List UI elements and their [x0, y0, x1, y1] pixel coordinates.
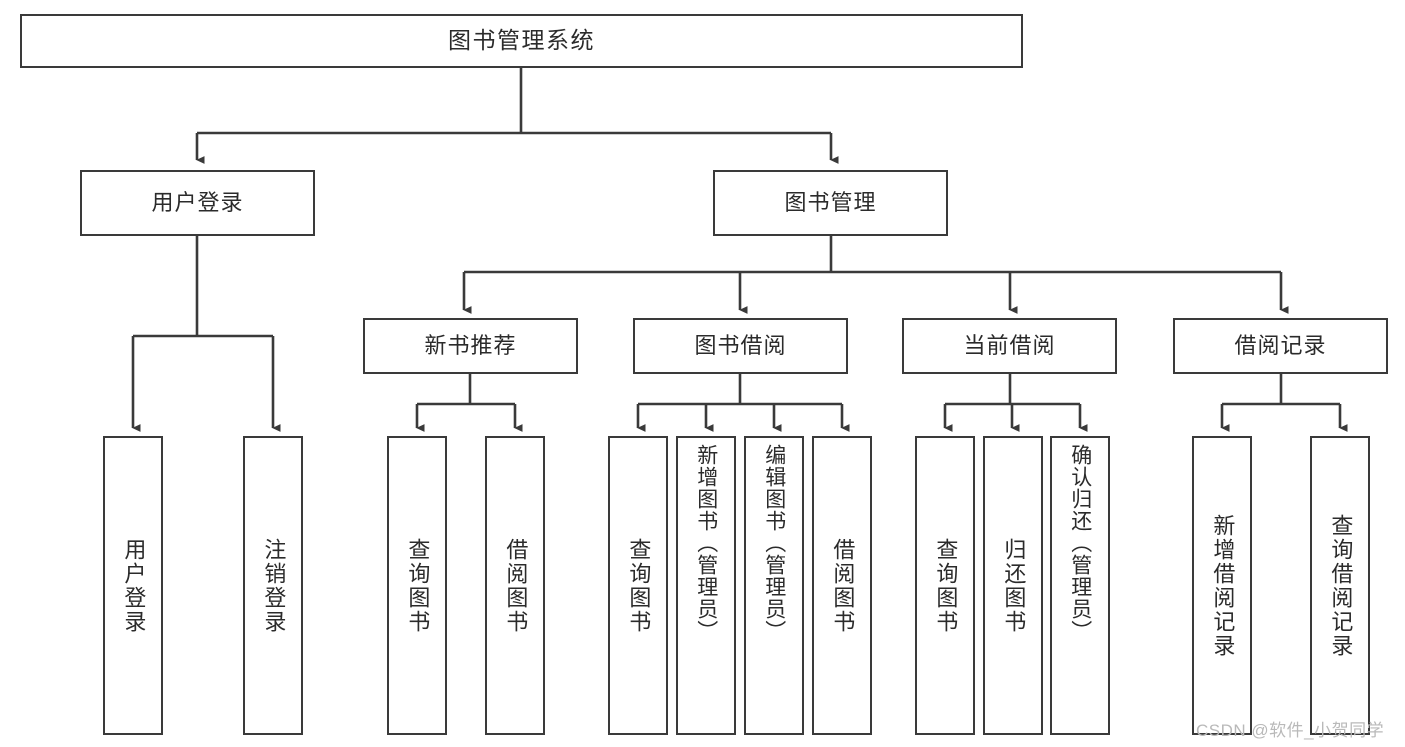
node-borrow-record[interactable]: 借阅记录	[1173, 318, 1388, 374]
leaf-borrow-book-recommend[interactable]: 借阅图书	[485, 436, 545, 735]
node-user-login[interactable]: 用户登录	[80, 170, 315, 236]
leaf-add-book-admin[interactable]: 新增图书（管理员）	[676, 436, 736, 735]
leaf-add-borrow-record[interactable]: 新增借阅记录	[1192, 436, 1252, 735]
node-label: 图书管理系统	[448, 27, 595, 54]
watermark-text: CSDN @软件_小贺同学	[1196, 721, 1385, 740]
node-new-book-recommend[interactable]: 新书推荐	[363, 318, 578, 374]
leaf-user-login[interactable]: 用户登录	[103, 436, 163, 735]
leaf-confirm-return-admin[interactable]: 确认归还（管理员）	[1050, 436, 1110, 735]
leaf-return-book[interactable]: 归还图书	[983, 436, 1043, 735]
leaf-borrow-book-borrow[interactable]: 借阅图书	[812, 436, 872, 735]
node-book-manage[interactable]: 图书管理	[713, 170, 948, 236]
node-label: 新增借阅记录	[1210, 513, 1236, 658]
leaf-query-book-recommend[interactable]: 查询图书	[387, 436, 447, 735]
node-label: 用户登录	[121, 537, 147, 634]
leaf-query-book-borrow[interactable]: 查询图书	[608, 436, 668, 735]
node-book-borrow[interactable]: 图书借阅	[633, 318, 848, 374]
node-label: 编辑图书（管理员）	[762, 444, 786, 642]
node-label: 当前借阅	[963, 333, 1056, 359]
node-root-system[interactable]: 图书管理系统	[20, 14, 1023, 68]
node-label: 查询图书	[933, 537, 959, 634]
node-label: 图书管理	[784, 190, 877, 216]
node-label: 用户登录	[151, 190, 244, 216]
leaf-query-book-current[interactable]: 查询图书	[915, 436, 975, 735]
node-label: 借阅记录	[1234, 333, 1327, 359]
node-label: 归还图书	[1001, 537, 1027, 634]
node-label: 查询借阅记录	[1328, 513, 1354, 658]
node-label: 借阅图书	[830, 537, 856, 634]
node-label: 确认归还（管理员）	[1068, 444, 1092, 642]
node-label: 查询图书	[626, 537, 652, 634]
node-label: 借阅图书	[503, 537, 529, 634]
node-label: 新增图书（管理员）	[694, 444, 718, 642]
node-label: 注销登录	[261, 537, 287, 634]
leaf-user-logout[interactable]: 注销登录	[243, 436, 303, 735]
leaf-query-borrow-record[interactable]: 查询借阅记录	[1310, 436, 1370, 735]
node-label: 查询图书	[405, 537, 431, 634]
node-label: 图书借阅	[694, 333, 787, 359]
leaf-edit-book-admin[interactable]: 编辑图书（管理员）	[744, 436, 804, 735]
node-current-borrow[interactable]: 当前借阅	[902, 318, 1117, 374]
node-label: 新书推荐	[424, 333, 517, 359]
